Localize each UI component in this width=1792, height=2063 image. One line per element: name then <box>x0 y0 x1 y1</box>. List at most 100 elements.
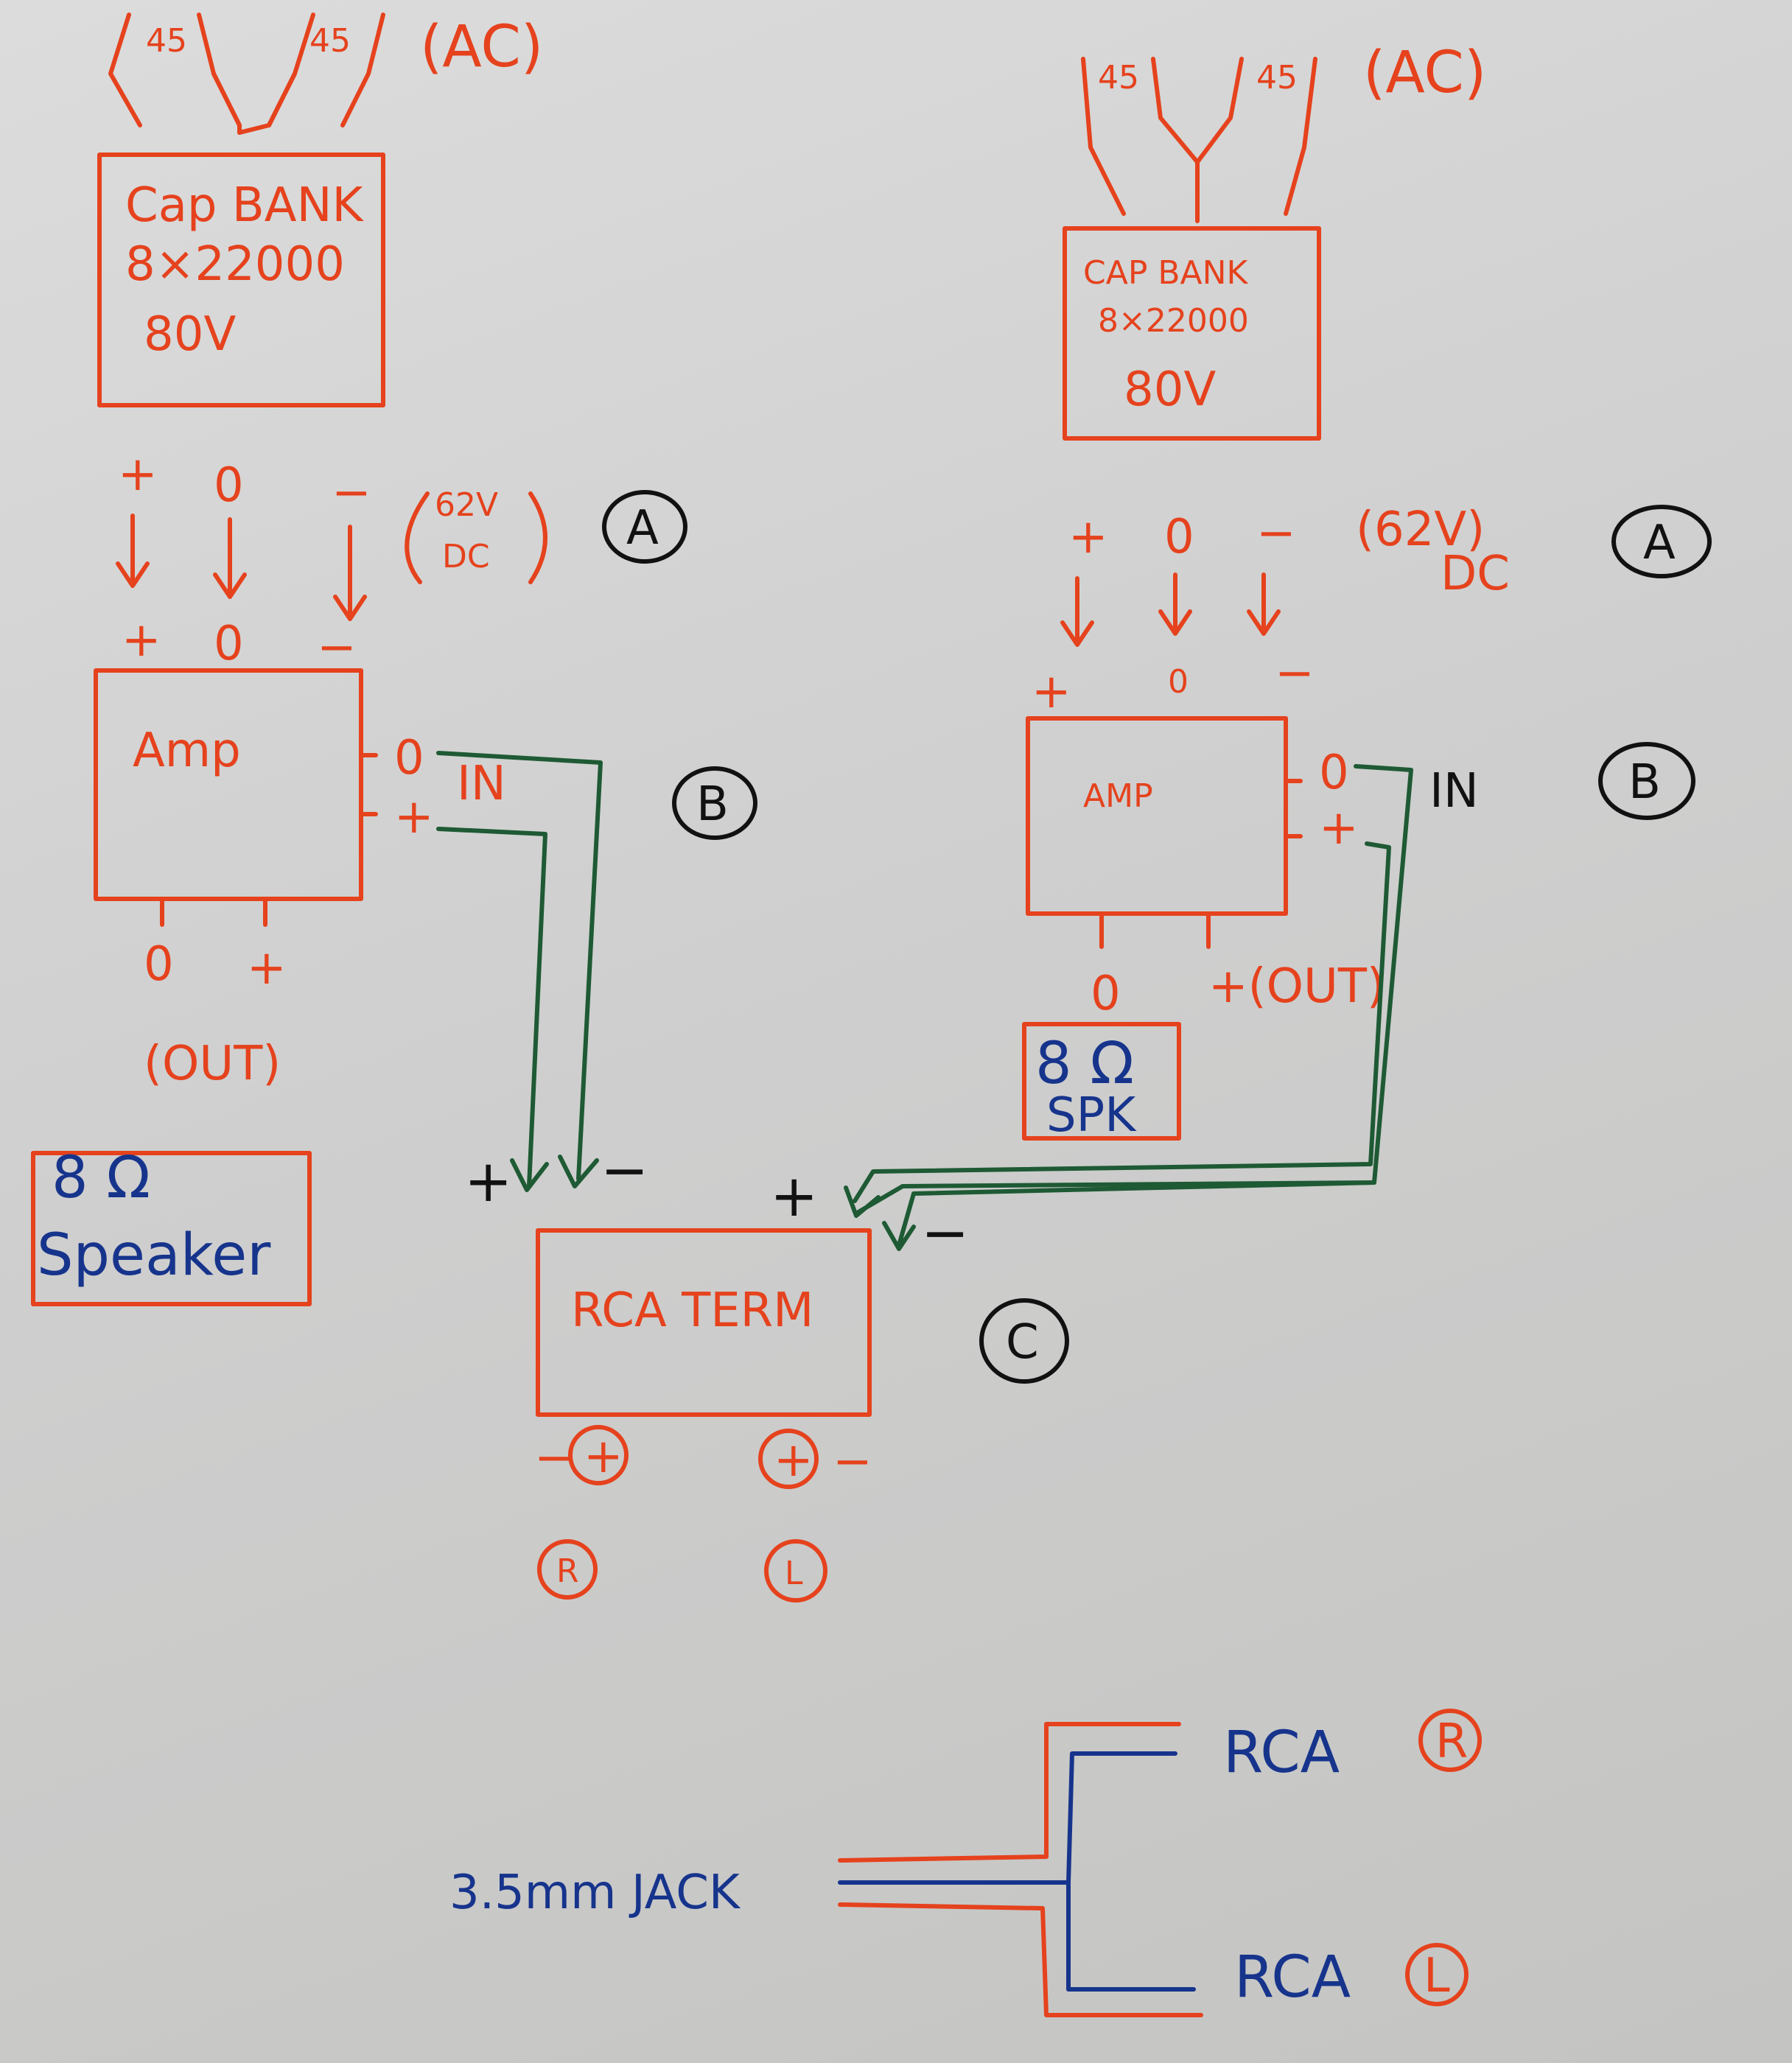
rca-term-r-plus: + <box>584 1429 623 1484</box>
left-cap-bank-line-2: 8×22000 <box>125 237 345 292</box>
rca-term-label: RCA TERM <box>571 1283 813 1338</box>
left-dc-zero-top: 0 <box>214 458 244 513</box>
left-dc-paren-close <box>528 491 547 584</box>
left-dc-label-2: DC <box>442 538 490 575</box>
left-ac-input: 45 45 (AC) <box>108 13 543 135</box>
marker-c: C <box>979 1298 1069 1384</box>
rca-term-r-plus-ring <box>568 1425 629 1485</box>
right-dc-minus-bot: − <box>1275 646 1315 701</box>
left-speaker-line-1: 8 Ω <box>52 1145 150 1211</box>
left-amp-out-label: (OUT) <box>144 1037 281 1091</box>
left-dc-minus-top: − <box>332 466 371 520</box>
left-dc-paren-open <box>405 491 430 584</box>
left-amp: Amp 0 + IN 0 + (OUT) <box>94 668 506 1091</box>
left-ac-voltage-2: 45 <box>309 22 351 60</box>
right-speaker-box <box>1022 1022 1181 1141</box>
right-amp-in-plus: + <box>1319 801 1359 855</box>
right-cap-bank-line-3: 80V <box>1124 362 1216 417</box>
right-ac-input: 45 45 (AC) <box>1081 40 1486 223</box>
right-ac-voltage-2: 45 <box>1256 59 1298 97</box>
left-ac-label: (AC) <box>420 14 543 80</box>
right-cap-bank-box <box>1063 226 1321 441</box>
left-dc-label-1: 62V <box>435 486 498 524</box>
right-cap-bank: CAP BANK 8×22000 80V <box>1063 226 1321 441</box>
right-arrow-zero <box>1158 572 1192 636</box>
right-amp: AMP 0 + IN 0 +(OUT) <box>1026 716 1479 1021</box>
svg-text:A: A <box>626 501 659 556</box>
right-amp-out-zero: 0 <box>1091 967 1121 1021</box>
left-amp-box <box>94 668 363 901</box>
rca-bot-label: RCA <box>1234 1944 1351 2011</box>
right-dc-minus-top: − <box>1256 506 1296 561</box>
left-ac-voltage-1: 45 <box>146 22 187 60</box>
rca-term-l: L <box>785 1555 803 1592</box>
right-arrow-plus <box>1060 576 1094 647</box>
right-ac-label: (AC) <box>1363 40 1486 106</box>
svg-text:C: C <box>1006 1315 1039 1370</box>
left-marker-a: A <box>602 490 687 564</box>
left-in-plus-wire <box>436 827 549 1192</box>
rca-term-l-ring <box>764 1539 827 1603</box>
right-speaker-line-1: 8 Ω <box>1035 1031 1134 1097</box>
svg-text:A: A <box>1643 516 1676 570</box>
left-arrow-zero <box>213 517 247 599</box>
rca-term-right-minus: − <box>921 1200 969 1267</box>
left-speaker: 8 Ω Speaker <box>31 1145 312 1306</box>
jack-to-rca-cable: 3.5mm JACK RCA R RCA L <box>449 1709 1482 2017</box>
left-dc-zero-bot: 0 <box>214 617 244 671</box>
rca-term-r-ring <box>537 1539 598 1600</box>
rca-term-box <box>536 1228 872 1417</box>
rca-term-right-plus: + <box>770 1163 818 1230</box>
right-in-plus-wire <box>853 841 1391 1203</box>
left-in-zero-wire <box>436 751 603 1188</box>
right-dc-label-2: DC <box>1441 547 1510 601</box>
right-dc-plus-bot: + <box>1032 665 1071 719</box>
left-dc-minus-bot: − <box>317 620 357 675</box>
right-marker-a: A <box>1611 505 1712 578</box>
right-cap-bank-line-2: 8×22000 <box>1098 302 1249 340</box>
left-amp-out-plus: + <box>247 941 287 995</box>
right-amp-in-label: IN <box>1429 764 1479 819</box>
left-dc-plus-top: + <box>118 447 158 502</box>
rca-top-channel: R <box>1435 1715 1468 1769</box>
right-speaker-line-2: SPK <box>1046 1088 1137 1143</box>
rca-term-left-minus: − <box>601 1138 648 1204</box>
left-amp-in-plus: + <box>394 790 434 844</box>
right-dc-label-1: (62V) <box>1356 502 1485 557</box>
rca-terminal: + − + − RCA TERM − + + − R L <box>464 1138 969 1603</box>
rca-term-l-plus-ring <box>758 1429 819 1489</box>
right-dc-plus-top: + <box>1068 510 1108 564</box>
svg-text:B: B <box>1628 755 1661 810</box>
left-arrow-plus <box>116 514 150 588</box>
rca-term-r: R <box>556 1552 579 1590</box>
left-dc-plus-bot: + <box>122 613 161 668</box>
left-speaker-line-2: Speaker <box>37 1222 271 1289</box>
right-ac-voltage-1: 45 <box>1098 59 1139 97</box>
left-dc-rails: + 0 − + 0 − 62V DC <box>116 447 547 675</box>
right-amp-box <box>1026 716 1288 916</box>
right-amp-out-plus: +(OUT) <box>1208 959 1385 1014</box>
rca-term-r-minus: − <box>534 1431 574 1485</box>
left-amp-in-zero: 0 <box>394 731 424 785</box>
left-speaker-box <box>31 1151 312 1306</box>
left-amp-label: Amp <box>133 724 241 778</box>
rca-bot-channel-ring <box>1405 1943 1469 2006</box>
right-amp-label: AMP <box>1083 777 1153 815</box>
right-marker-b: B <box>1598 742 1695 820</box>
rca-top-label: RCA <box>1223 1720 1340 1786</box>
left-arrow-minus <box>333 525 367 621</box>
left-cap-bank-line-1: Cap BANK <box>125 178 364 233</box>
right-dc-zero-top: 0 <box>1164 510 1194 564</box>
rca-term-l-plus: + <box>774 1433 813 1488</box>
left-amp-in-label: IN <box>457 757 506 811</box>
rca-top-channel-ring <box>1418 1709 1482 1772</box>
right-dc-rails: + 0 − + 0 − (62V) DC <box>1032 502 1510 719</box>
svg-text:B: B <box>696 777 729 832</box>
left-cap-bank-line-3: 80V <box>144 307 236 362</box>
left-amp-out-zero: 0 <box>144 937 174 992</box>
right-dc-zero-bot: 0 <box>1168 663 1189 701</box>
right-in-minus-wire <box>882 1180 1376 1251</box>
right-cap-bank-line-1: CAP BANK <box>1083 254 1249 292</box>
rca-bot-channel: L <box>1424 1949 1450 2003</box>
